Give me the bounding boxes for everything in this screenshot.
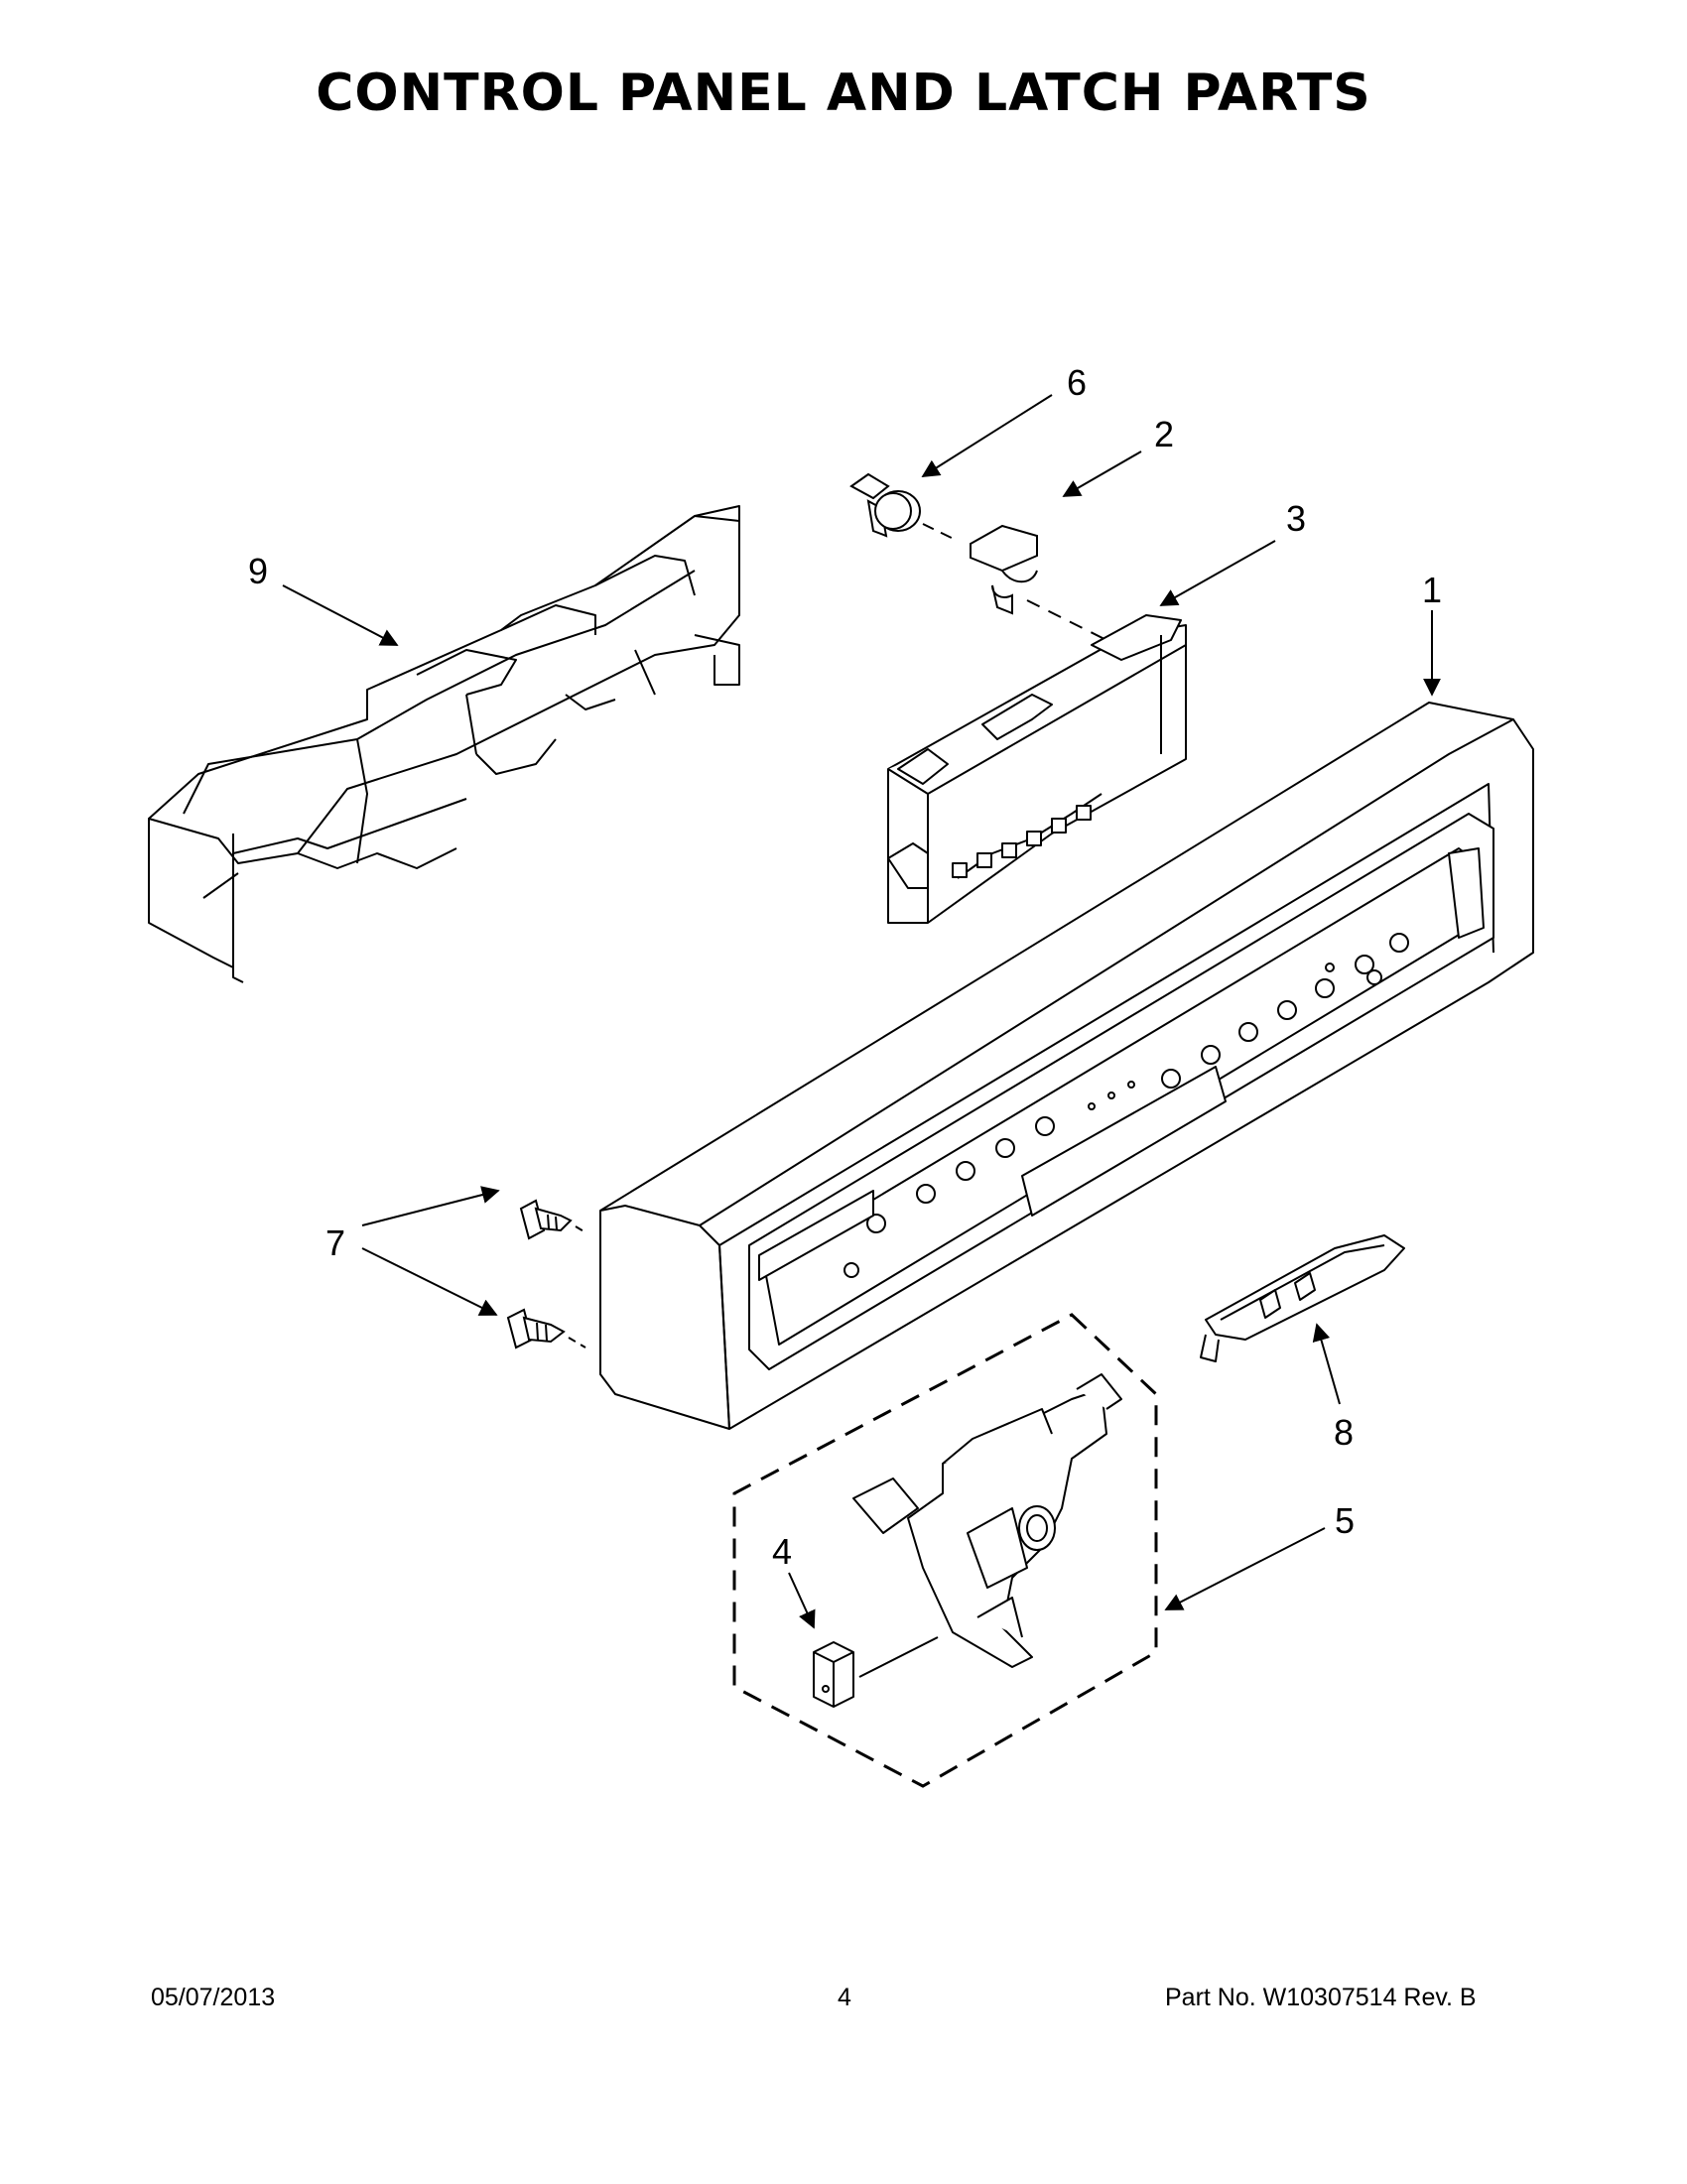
callout-5: 5 <box>1335 1500 1355 1541</box>
footer-date: 05/07/2013 <box>151 1984 276 2011</box>
part-2-clip <box>971 526 1037 613</box>
part-1-control-panel <box>600 703 1533 1429</box>
part-6-thermal-fuse <box>851 474 920 536</box>
callout-7: 7 <box>325 1222 345 1263</box>
assembly-line <box>923 524 958 541</box>
page-title: CONTROL PANEL AND LATCH PARTS <box>316 64 1371 123</box>
part-8-handle <box>1201 1235 1404 1361</box>
part-3-control-board <box>888 615 1186 923</box>
callout-4: 4 <box>772 1531 792 1572</box>
footer-part-number: Part No. W10307514 Rev. B <box>1165 1984 1477 2011</box>
assembly-line <box>569 1338 585 1348</box>
assembly-line <box>1027 600 1106 640</box>
callout-9: 9 <box>248 551 268 591</box>
assembly-line <box>859 1637 938 1677</box>
part-5-door-latch <box>853 1374 1121 1667</box>
callout-2: 2 <box>1154 414 1174 454</box>
part-7-screw-lower <box>508 1310 564 1348</box>
callout-8: 8 <box>1334 1412 1354 1453</box>
leader-arrows <box>283 395 1441 1629</box>
callout-3: 3 <box>1286 498 1306 539</box>
callout-6: 6 <box>1067 362 1087 403</box>
callout-1: 1 <box>1422 570 1442 610</box>
part-9-bracket <box>149 506 739 982</box>
part-7-screw-upper <box>521 1201 571 1238</box>
assembly-line <box>576 1226 585 1232</box>
latch-assembly-outline <box>734 1315 1156 1786</box>
part-4-switch <box>814 1642 853 1707</box>
footer-page-number: 4 <box>838 1984 851 2011</box>
